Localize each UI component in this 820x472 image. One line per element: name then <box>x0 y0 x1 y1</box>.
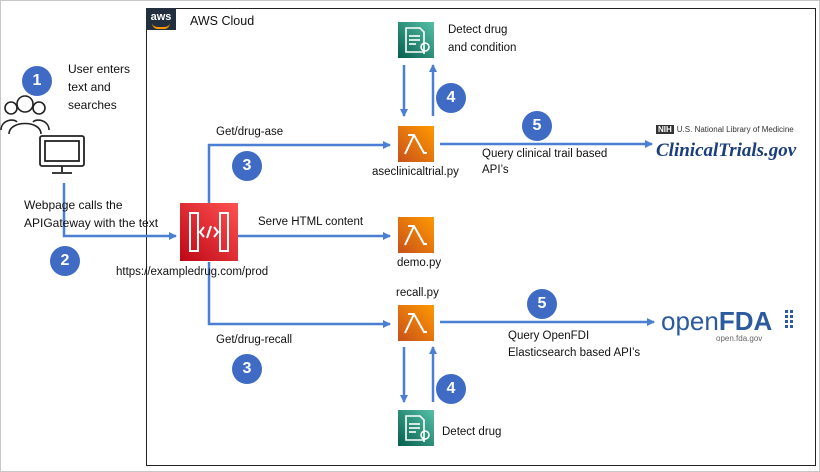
openfda-open: open <box>661 306 719 336</box>
openfda-url: open.fda.gov <box>716 334 763 343</box>
clinicaltrials-logo: ClinicalTrials.gov <box>656 140 797 161</box>
arrow-webpage-to-apigw <box>62 183 177 240</box>
step-5-fda-badge: 5 <box>527 289 557 319</box>
comprehend-top-text-line-2: and condition <box>448 42 517 54</box>
step-2-badge: 2 <box>50 246 80 276</box>
lambda-ase-name: aseclinicaltrial.py <box>372 166 459 178</box>
api-gateway-url: https://exampledrug.com/prod <box>116 266 269 278</box>
lambda-recall-icon <box>398 305 434 341</box>
nih-badge: NIH <box>656 125 674 134</box>
route-html-label: Serve HTML content <box>258 216 364 228</box>
user-text-line-3: searches <box>68 98 117 112</box>
query-clinical-line-2: API’s <box>482 164 509 176</box>
step-3-ase-badge: 3 <box>232 151 262 181</box>
step-1-badge: 1 <box>22 66 52 96</box>
webpage-text-line-1: Webpage calls the <box>24 198 123 212</box>
step-3-recall-badge: 3 <box>232 354 262 384</box>
users-icon <box>0 90 50 138</box>
step-4-top-badge: 4 <box>436 83 466 113</box>
comprehend-top-icon <box>398 22 434 58</box>
user-text-line-1: User enters <box>68 62 131 76</box>
comprehend-bottom-text: Detect drug <box>442 426 502 438</box>
monitor-icon <box>38 134 86 176</box>
nih-org: U.S. National Library of Medicine <box>676 125 794 134</box>
comprehend-bottom-icon <box>398 410 434 446</box>
query-fda-line-1: Query OpenFDI <box>508 330 590 342</box>
route-recall-label: Get/drug-recall <box>216 334 293 346</box>
route-ase-label: Get/drug-ase <box>216 126 284 138</box>
arrow-apigw-to-ase <box>207 141 391 205</box>
lambda-demo-icon <box>398 217 434 253</box>
api-gateway-icon <box>180 203 238 261</box>
lambda-demo-name: demo.py <box>397 257 442 269</box>
lambda-recall-name: recall.py <box>396 287 439 299</box>
comprehend-top-text-line-1: Detect drug <box>448 24 508 36</box>
step-4-bottom-badge: 4 <box>436 374 466 404</box>
step-5-clinical-badge: 5 <box>522 111 552 141</box>
openfda-dots-icon <box>785 310 795 328</box>
query-fda-line-2: Elasticsearch based API’s <box>508 347 641 359</box>
arrow-apigw-to-recall <box>207 262 391 328</box>
openfda-logo: openFDA <box>661 306 772 337</box>
query-clinical-line-1: Query clinical trail based <box>482 148 608 160</box>
lambda-ase-icon <box>398 126 434 162</box>
openfda-fda: FDA <box>718 306 773 336</box>
webpage-text-line-2: APIGateway with the text <box>24 216 159 230</box>
aws-cloud-title: AWS Cloud <box>190 14 255 28</box>
aws-logo: aws <box>146 8 176 30</box>
user-text-line-2: text and <box>68 80 111 94</box>
